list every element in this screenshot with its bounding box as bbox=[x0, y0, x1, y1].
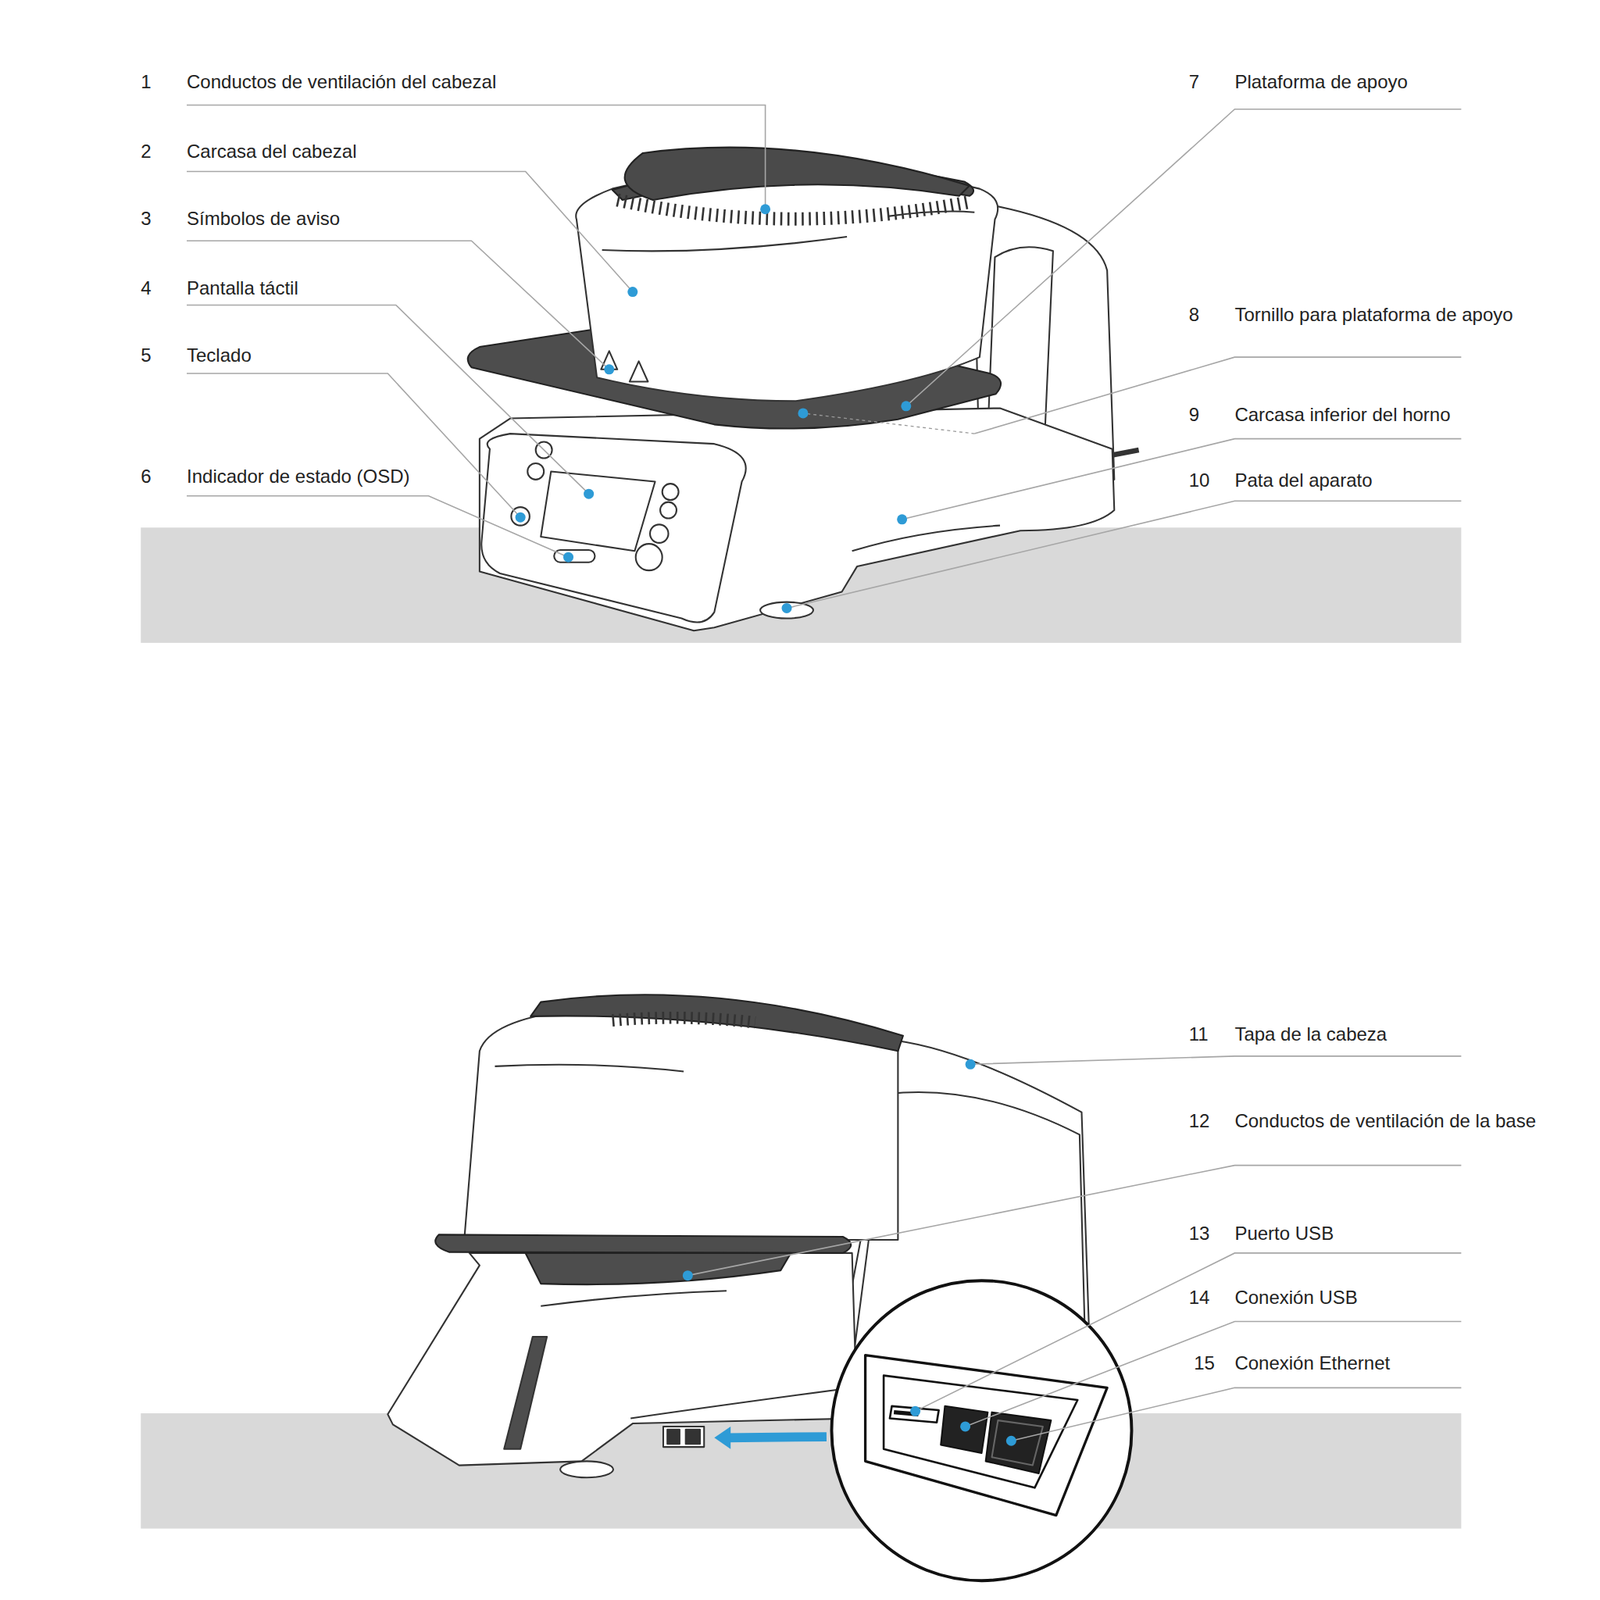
callout-dot bbox=[563, 552, 574, 563]
part-name: Plataforma de apoyo bbox=[1234, 71, 1408, 94]
callout-dot bbox=[960, 1421, 971, 1432]
leader-line bbox=[974, 357, 1461, 434]
part-name: Tornillo para plataforma de apoyo bbox=[1234, 303, 1572, 327]
callout-dot bbox=[896, 514, 908, 525]
callout-dot bbox=[627, 286, 638, 297]
callout-number: 13 bbox=[1189, 1222, 1211, 1246]
callout-dot bbox=[900, 400, 911, 411]
leader-line bbox=[906, 109, 1462, 407]
leader-line bbox=[186, 305, 590, 495]
part-name: Conductos de ventilación del cabezal bbox=[186, 71, 497, 94]
leader-line bbox=[786, 500, 1461, 608]
leader-line bbox=[902, 439, 1462, 520]
callout-number: 14 bbox=[1189, 1286, 1211, 1310]
part-name: Carcasa inferior del horno bbox=[1234, 403, 1450, 427]
part-name: Conexión Ethernet bbox=[1234, 1352, 1390, 1375]
callout-number: 5 bbox=[140, 344, 151, 368]
callout-number: 4 bbox=[140, 277, 151, 300]
callout-dot bbox=[583, 489, 594, 500]
callout-dot bbox=[782, 603, 793, 614]
callout-number: 2 bbox=[140, 140, 151, 164]
leader-line bbox=[687, 1165, 1461, 1276]
part-name: Carcasa del cabezal bbox=[186, 140, 357, 164]
part-name: Conductos de ventilación de la base bbox=[1234, 1110, 1572, 1133]
callout-number: 12 bbox=[1189, 1110, 1211, 1133]
leader-line bbox=[186, 105, 766, 210]
callout-number: 3 bbox=[140, 207, 151, 231]
part-name: Pantalla táctil bbox=[186, 277, 299, 300]
part-name: Conexión USB bbox=[1234, 1286, 1358, 1310]
callout-dot bbox=[965, 1059, 976, 1070]
callout-dot bbox=[760, 203, 771, 215]
leader-line bbox=[965, 1321, 1462, 1427]
part-name: Puerto USB bbox=[1234, 1222, 1334, 1246]
callout-dot bbox=[515, 512, 526, 523]
callout-number: 1 bbox=[140, 71, 151, 94]
callout-number: 6 bbox=[140, 465, 151, 489]
callout-dot bbox=[603, 364, 615, 375]
callout-number: 9 bbox=[1189, 403, 1200, 427]
part-name: Símbolos de aviso bbox=[186, 207, 340, 231]
leader-line bbox=[186, 496, 568, 558]
callout-number: 10 bbox=[1189, 469, 1211, 493]
part-name: Indicador de estado (OSD) bbox=[186, 465, 410, 489]
callout-dot bbox=[682, 1270, 693, 1281]
callout-number: 11 bbox=[1189, 1023, 1209, 1047]
part-name: Teclado bbox=[186, 344, 252, 368]
callout-number: 15 bbox=[1193, 1352, 1215, 1375]
leader-line bbox=[1010, 1387, 1461, 1441]
callout-number: 7 bbox=[1189, 71, 1200, 94]
part-name: Pata del aparato bbox=[1234, 469, 1372, 493]
callout-number: 8 bbox=[1189, 303, 1200, 327]
leader-line bbox=[970, 1056, 1461, 1065]
leader-line bbox=[186, 171, 633, 292]
part-name: Tapa de la cabeza bbox=[1234, 1023, 1387, 1047]
callout-dot bbox=[1006, 1435, 1017, 1447]
callout-dot bbox=[910, 1406, 921, 1417]
